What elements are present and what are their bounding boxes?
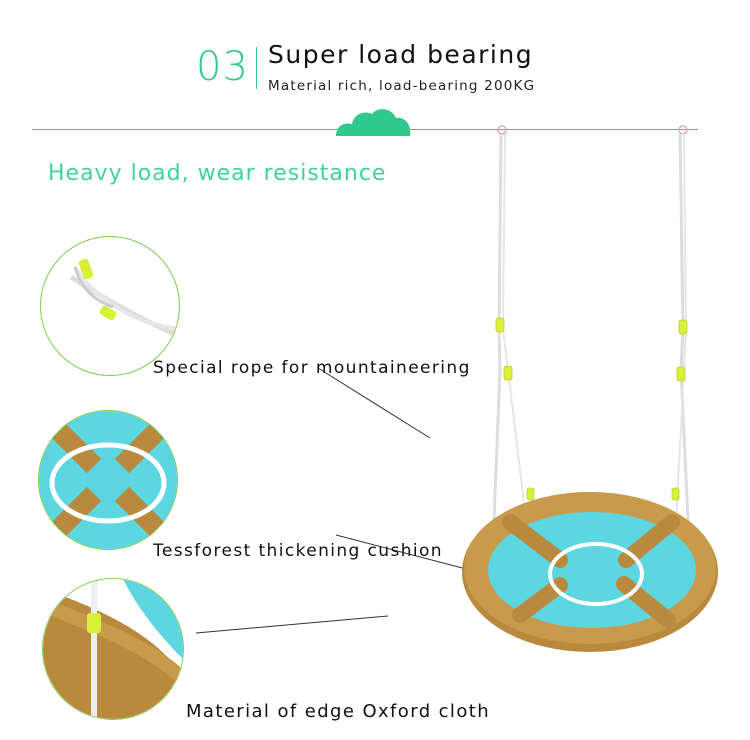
rope-left-inner xyxy=(501,133,527,521)
cushion-closeup-image xyxy=(38,410,178,550)
feature-label-cushion: Tessforest thickening cushion xyxy=(153,541,443,561)
edge-closeup-image xyxy=(42,578,184,720)
feature-label-rope: Special rope for mountaineering xyxy=(153,358,471,378)
pointer-line-cushion xyxy=(335,534,471,571)
cloud-icon xyxy=(336,109,411,136)
pointer-line-rope xyxy=(317,367,431,439)
rope-right-inner xyxy=(675,133,688,521)
pointer-line-edge xyxy=(195,615,389,634)
rope-closeup-image xyxy=(40,236,180,376)
feature-label-edge: Material of edge Oxford cloth xyxy=(186,701,491,722)
header-divider xyxy=(256,47,257,89)
section-number: 03 xyxy=(196,44,249,90)
section-subtitle: Material rich, load-bearing 200KG xyxy=(268,78,536,94)
swing-seat xyxy=(462,492,718,652)
headline: Heavy load, wear resistance xyxy=(48,161,387,186)
section-title: Super load bearing xyxy=(268,40,534,69)
